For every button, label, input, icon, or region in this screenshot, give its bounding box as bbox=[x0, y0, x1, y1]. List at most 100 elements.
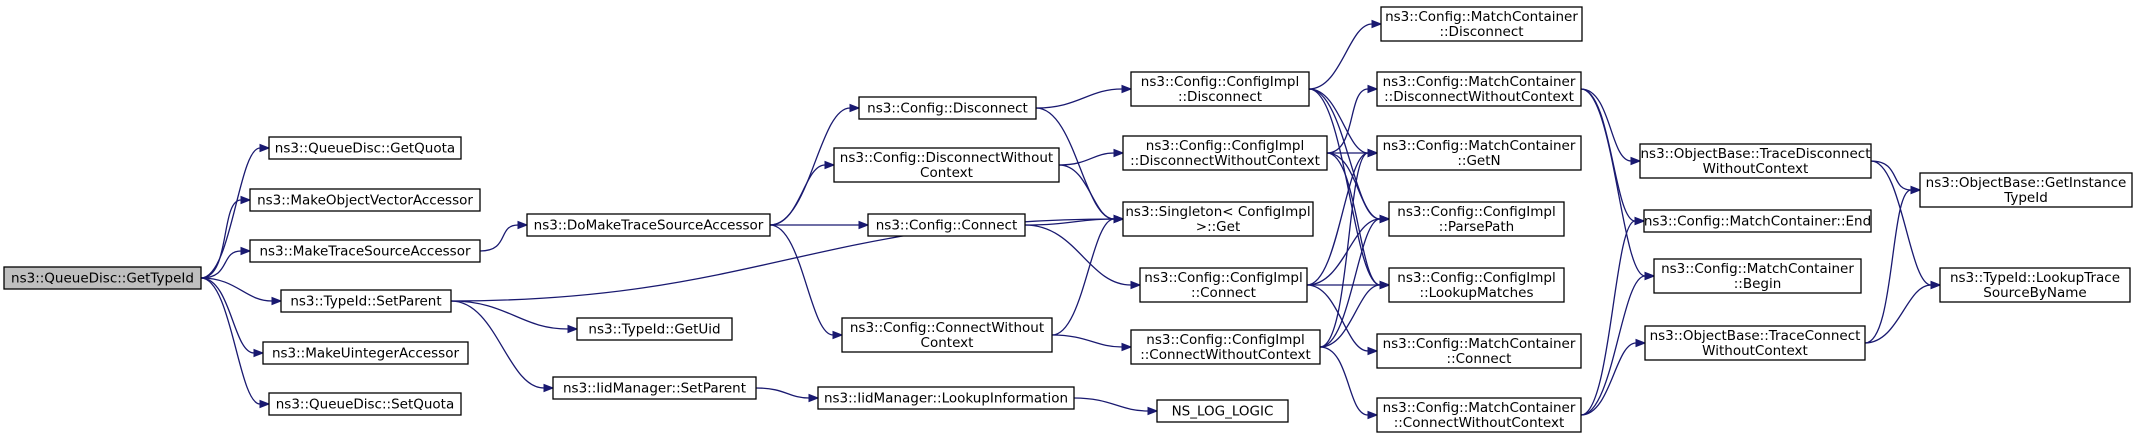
node-box bbox=[1139, 267, 1308, 303]
node-iid-set-parent[interactable]: ns3::IidManager::SetParent bbox=[552, 376, 757, 400]
node-label: ns3::Config::ConfigImpl bbox=[1146, 332, 1304, 348]
edge-n_mcConnectWC-to-n_mcBegin bbox=[1580, 271, 1656, 416]
node-label: NS_LOG_LOGIC bbox=[1172, 404, 1274, 420]
edge-line bbox=[1319, 218, 1381, 348]
node-label: ns3::ObjectBase::GetInstance bbox=[1926, 175, 2127, 191]
node-ob-trace-disconnect-w-c[interactable]: ns3::ObjectBase::TraceDisconnectWithoutC… bbox=[1639, 143, 1872, 179]
node-iid-lookup[interactable]: ns3::IidManager::LookupInformation bbox=[817, 386, 1075, 410]
node-get-type-id[interactable]: ns3::QueueDisc::GetTypeId bbox=[3, 266, 202, 290]
node-label: ns3::QueueDisc::GetTypeId bbox=[11, 271, 194, 287]
edge-n_implConnect-to-n_mcConnect bbox=[1306, 284, 1379, 356]
node-mc-disconnect-w-c[interactable]: ns3::Config::MatchContainer::DisconnectW… bbox=[1376, 71, 1582, 107]
node-label: >::Get bbox=[1196, 219, 1240, 235]
nodes-layer: ns3::QueueDisc::GetTypeIdns3::QueueDisc:… bbox=[3, 6, 2133, 433]
edge-arrowhead bbox=[543, 383, 555, 393]
node-label: ::Disconnect bbox=[1178, 89, 1262, 105]
node-ob-trace-connect-w-c[interactable]: ns3::ObjectBase::TraceConnectWithoutCont… bbox=[1644, 325, 1866, 361]
node-box bbox=[268, 136, 462, 160]
edge-n_doMake-to-n_cfgConnect bbox=[769, 220, 870, 230]
node-cfg-disconnect[interactable]: ns3::Config::Disconnect bbox=[858, 96, 1037, 120]
edge-n_iidSetParent-to-n_iidLookup bbox=[755, 387, 820, 403]
node-get-uid[interactable]: ns3::TypeId::GetUid bbox=[576, 317, 733, 341]
edge-line bbox=[1580, 88, 1636, 222]
node-type-id-set-parent[interactable]: ns3::TypeId::SetParent bbox=[280, 289, 452, 313]
edge-n_mcConnectWC-to-n_obTraceConnectWC bbox=[1580, 338, 1647, 416]
node-mc-get-n[interactable]: ns3::Config::MatchContainer::GetN bbox=[1376, 135, 1582, 171]
edge-line bbox=[1051, 334, 1123, 348]
edge-line bbox=[1058, 164, 1115, 220]
edge-arrowhead bbox=[240, 195, 252, 205]
node-box bbox=[1939, 267, 2131, 303]
node-impl-connect[interactable]: ns3::Config::ConfigImpl::Connect bbox=[1139, 267, 1308, 303]
edge-n_iidLookup-to-n_nsLogLogic bbox=[1073, 397, 1159, 416]
node-box bbox=[1376, 135, 1582, 171]
node-cfg-connect-w-c[interactable]: ns3::Config::ConnectWithoutContext bbox=[841, 317, 1053, 353]
node-cfg-connect[interactable]: ns3::Config::Connect bbox=[867, 213, 1026, 237]
node-set-quota[interactable]: ns3::QueueDisc::SetQuota bbox=[268, 392, 462, 416]
edge-line bbox=[1306, 218, 1381, 286]
node-make-obj-vec[interactable]: ns3::MakeObjectVectorAccessor bbox=[249, 188, 481, 212]
edge-line bbox=[1024, 218, 1115, 226]
node-box bbox=[1644, 325, 1866, 361]
node-label: ns3::ObjectBase::TraceDisconnect bbox=[1640, 146, 1870, 162]
node-label: ::GetN bbox=[1457, 153, 1500, 169]
edge-n_cfgDisconnect-to-n_implDisconnect bbox=[1035, 84, 1133, 109]
node-impl-disconnect[interactable]: ns3::Config::ConfigImpl::Disconnect bbox=[1130, 71, 1310, 107]
node-singleton-get[interactable]: ns3::Singleton< ConfigImpl>::Get bbox=[1122, 201, 1314, 237]
node-label: WithoutContext bbox=[1703, 161, 1809, 177]
node-label: ::DisconnectWithoutContext bbox=[1130, 153, 1320, 169]
edge-arrowhead bbox=[271, 296, 283, 306]
edge-arrowhead bbox=[1379, 214, 1391, 224]
node-label: Context bbox=[920, 165, 973, 181]
node-impl-parse-path[interactable]: ns3::Config::ConfigImpl::ParsePath bbox=[1388, 201, 1565, 237]
node-box bbox=[1639, 143, 1872, 179]
node-cfg-disconnect-w-c[interactable]: ns3::Config::DisconnectWithoutContext bbox=[833, 147, 1060, 183]
node-impl-lookup-matches[interactable]: ns3::Config::ConfigImpl::LookupMatches bbox=[1388, 267, 1565, 303]
node-get-quota[interactable]: ns3::QueueDisc::GetQuota bbox=[268, 136, 462, 160]
edge-arrowhead bbox=[1367, 410, 1379, 420]
edge-n_getTypeId-to-n_getQuota bbox=[200, 143, 271, 279]
node-mc-disconnect[interactable]: ns3::Config::MatchContainer::Disconnect bbox=[1380, 6, 1583, 42]
node-label: ns3::Config::MatchContainer bbox=[1385, 9, 1578, 25]
edge-n_cfgDisconnectWC-to-n_singletonGet bbox=[1058, 164, 1125, 224]
edge-arrowhead bbox=[259, 399, 271, 409]
node-mc-begin[interactable]: ns3::Config::MatchContainer::Begin bbox=[1653, 258, 1862, 294]
node-label: ::Begin bbox=[1734, 276, 1782, 292]
node-box bbox=[1130, 329, 1321, 365]
edge-line bbox=[769, 164, 826, 226]
node-label: ns3::Config::ConfigImpl bbox=[1146, 138, 1304, 154]
node-box bbox=[833, 147, 1060, 183]
edge-n_cfgConnectWC-to-n_implConnectWC bbox=[1051, 334, 1133, 352]
edge-arrowhead bbox=[1121, 342, 1133, 352]
node-make-uint[interactable]: ns3::MakeUintegerAccessor bbox=[262, 341, 469, 365]
node-label: ::Connect bbox=[1447, 351, 1512, 367]
node-make-trace-src[interactable]: ns3::MakeTraceSourceAccessor bbox=[249, 239, 481, 263]
node-box bbox=[1653, 258, 1862, 294]
node-do-make[interactable]: ns3::DoMakeTraceSourceAccessor bbox=[526, 213, 771, 237]
edge-arrowhead bbox=[1121, 84, 1133, 94]
node-box bbox=[268, 392, 462, 416]
edge-line bbox=[1864, 284, 1932, 344]
node-label: SourceByName bbox=[1983, 285, 2086, 301]
edge-arrowhead bbox=[567, 324, 579, 334]
edge-n_implConnect-to-n_implParsePath bbox=[1306, 214, 1391, 286]
node-box bbox=[817, 386, 1075, 410]
node-ns-log-logic[interactable]: NS_LOG_LOGIC bbox=[1156, 399, 1289, 423]
node-mc-connect[interactable]: ns3::Config::MatchContainer::Connect bbox=[1376, 333, 1582, 369]
node-label: Context bbox=[921, 335, 974, 351]
node-mc-connect-w-c[interactable]: ns3::Config::MatchContainer::ConnectWith… bbox=[1376, 397, 1582, 433]
node-label: ns3::Config::Connect bbox=[876, 218, 1018, 234]
edge-line bbox=[200, 277, 255, 354]
node-mc-end[interactable]: ns3::Config::MatchContainer::End bbox=[1643, 209, 1872, 233]
edge-arrowhead bbox=[1147, 406, 1159, 416]
node-box bbox=[1388, 267, 1565, 303]
node-impl-connect-w-c[interactable]: ns3::Config::ConfigImpl::ConnectWithoutC… bbox=[1130, 329, 1321, 365]
node-label: ns3::IidManager::SetParent bbox=[563, 381, 746, 397]
node-impl-disconnect-w-c[interactable]: ns3::Config::ConfigImpl::DisconnectWitho… bbox=[1122, 135, 1328, 171]
node-label: ns3::QueueDisc::GetQuota bbox=[275, 141, 455, 157]
node-label: ns3::Config::MatchContainer::End bbox=[1644, 214, 1871, 230]
node-label: ::LookupMatches bbox=[1420, 285, 1534, 301]
edge-arrowhead bbox=[808, 393, 820, 403]
